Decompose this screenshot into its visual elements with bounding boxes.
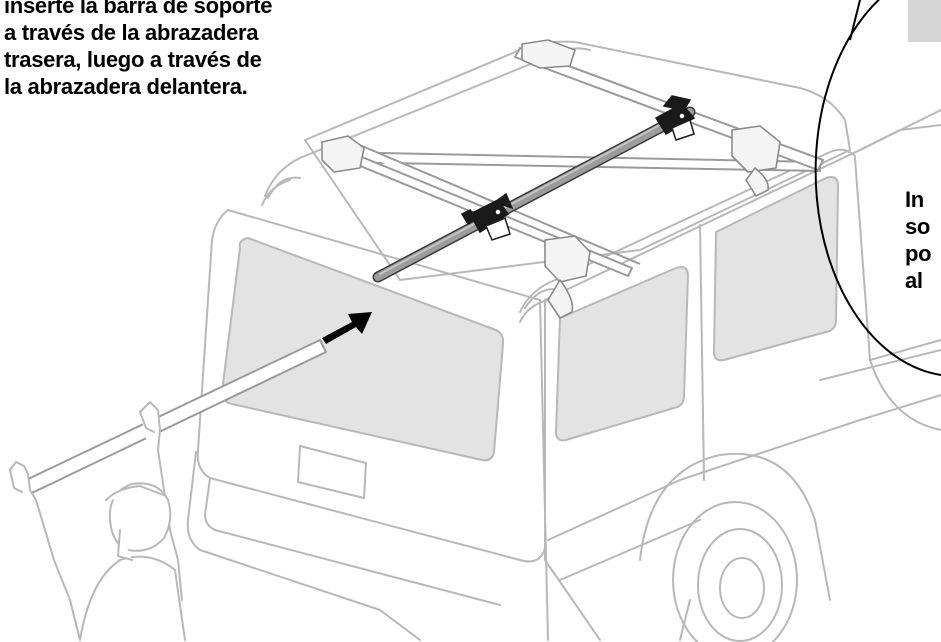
rear-body: [196, 209, 546, 563]
person-figure: [9, 401, 186, 641]
rear-bumper: [186, 451, 421, 641]
rear-clamp: [460, 192, 514, 241]
instruction-line: a través de la abrazadera: [4, 20, 259, 45]
tower-front-right: [731, 125, 781, 173]
callout-text: In so po al: [905, 186, 932, 294]
callout-line: In: [905, 187, 924, 212]
callout-line: so: [905, 214, 931, 239]
support-bar: [372, 106, 696, 283]
right-roof-rail: [519, 148, 856, 313]
callout-circle: [814, 0, 941, 376]
tower-rear-left: [321, 135, 365, 173]
held-bar: [19, 339, 327, 495]
tower-front-left: [521, 39, 576, 69]
instruction-line: trasera, luego a través de: [4, 47, 262, 72]
side-window-rear: [555, 266, 689, 442]
rear-window: [221, 237, 505, 462]
side-window-front: [713, 176, 839, 362]
callout-line: al: [905, 268, 923, 293]
tower-rear-right: [544, 235, 591, 283]
wheel-arch: [639, 452, 831, 601]
insertion-arrow: [322, 312, 372, 344]
instruction-line: la abrazadera delantera.: [4, 74, 248, 99]
callout-header-tab: [908, 0, 941, 42]
callout-leader: [849, 0, 861, 41]
rear-wheel: [672, 501, 798, 642]
instruction-text: inserte la barra de soporte a través de …: [4, 0, 344, 100]
left-roof-rail: [264, 47, 591, 197]
license-plate: [297, 445, 367, 499]
instruction-line: inserte la barra de soporte: [4, 0, 273, 18]
callout-line: po: [905, 241, 932, 266]
front-clamp: [654, 95, 696, 141]
